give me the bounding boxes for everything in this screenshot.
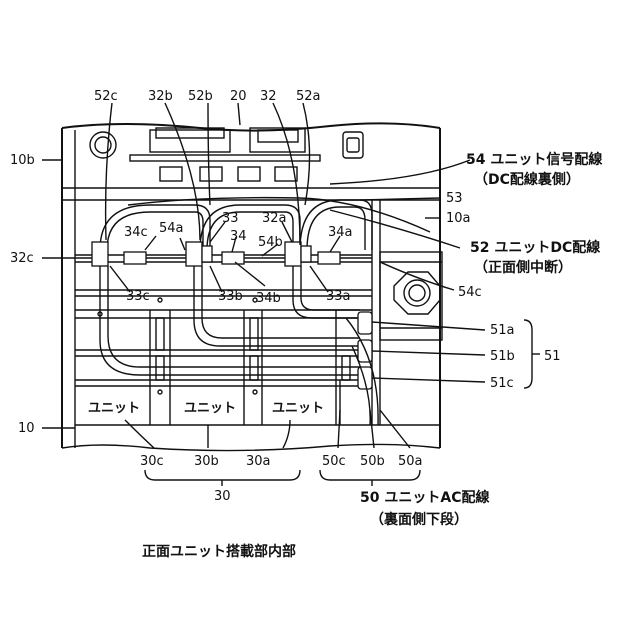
label-32: 32 xyxy=(260,89,277,104)
label-20: 20 xyxy=(230,89,247,104)
mounting-rails xyxy=(75,255,372,425)
label-34a: 34a xyxy=(328,225,353,240)
label-10a: 10a xyxy=(446,211,471,226)
label-33c: 33c xyxy=(126,289,150,304)
label-52a: 52a xyxy=(296,89,321,104)
legend-ac-wiring-note: （裏面側下段） xyxy=(370,511,468,528)
label-10: 10 xyxy=(18,421,35,436)
unit-label-30a: ユニット xyxy=(272,401,324,416)
label-50a: 50a xyxy=(398,454,423,469)
label-50c: 50c xyxy=(322,454,346,469)
label-34: 34 xyxy=(230,229,247,244)
label-30b: 30b xyxy=(194,454,219,469)
label-54c: 54c xyxy=(458,285,482,300)
label-54a: 54a xyxy=(159,221,184,236)
connectors-row xyxy=(92,242,372,266)
label-53: 53 xyxy=(446,191,463,206)
figure-caption: 正面ユニット搭載部内部 xyxy=(142,543,296,560)
label-34c: 34c xyxy=(124,225,148,240)
label-33b: 33b xyxy=(218,289,243,304)
label-30a: 30a xyxy=(246,454,271,469)
label-51a: 51a xyxy=(490,323,515,338)
label-50b: 50b xyxy=(360,454,385,469)
label-32c: 32c xyxy=(10,251,34,266)
unit-labels: ユニット ユニット ユニット xyxy=(88,401,324,416)
label-32a: 32a xyxy=(262,211,287,226)
label-30c: 30c xyxy=(140,454,164,469)
label-51: 51 xyxy=(544,349,561,364)
legend-dc-wiring: 52 ユニットDC配線 xyxy=(470,239,600,256)
unit-label-30c: ユニット xyxy=(88,401,140,416)
unit-label-30b: ユニット xyxy=(184,401,236,416)
label-51b: 51b xyxy=(490,349,515,364)
label-10b: 10b xyxy=(10,153,35,168)
legend-dc-wiring-note: （正面側中断） xyxy=(474,259,572,276)
label-33: 33 xyxy=(222,211,239,226)
label-34b: 34b xyxy=(256,291,281,306)
legend-signal-wiring-note: （DC配線裏側） xyxy=(474,171,580,188)
label-30: 30 xyxy=(214,489,231,504)
label-52b: 52b xyxy=(188,89,213,104)
legend-signal-wiring: 54 ユニット信号配線 xyxy=(466,151,602,168)
legend-ac-wiring: 50 ユニットAC配線 xyxy=(360,489,489,506)
label-51c: 51c xyxy=(490,376,514,391)
label-52c: 52c xyxy=(94,89,118,104)
label-54b: 54b xyxy=(258,235,283,250)
label-32b: 32b xyxy=(148,89,173,104)
top-panel-20 xyxy=(90,128,363,181)
label-33a: 33a xyxy=(326,289,351,304)
